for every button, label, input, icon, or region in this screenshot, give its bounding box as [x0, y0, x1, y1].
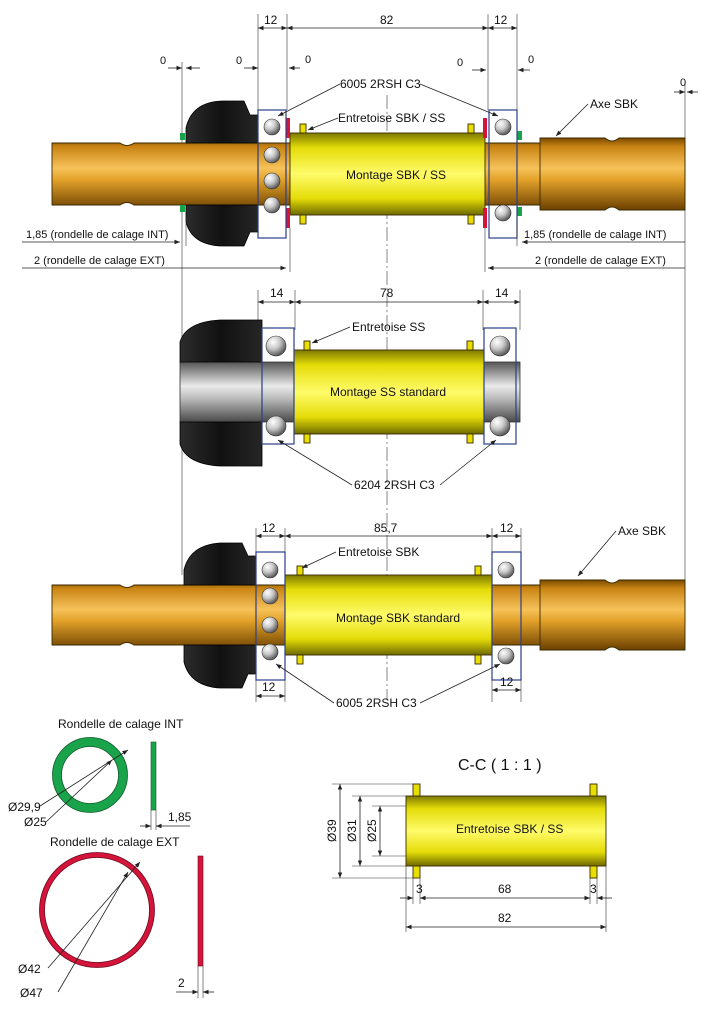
bearing-ball-icon	[265, 335, 287, 357]
zero-label: 0	[680, 77, 686, 89]
bearing-ball-icon	[497, 647, 515, 665]
mid-rubber-cap	[179, 319, 263, 363]
shim-ext-title: Rondelle de calage EXT	[50, 835, 180, 849]
bot-dim-center: 85,7	[374, 521, 398, 535]
bot-dim-bl: 12	[262, 680, 276, 694]
top-bearing-label: 6005 2RSH C3	[340, 77, 421, 91]
section-w1: 3	[416, 882, 423, 896]
bot-bearing-label: 6005 2RSH C3	[336, 696, 417, 710]
bot-dim-br: 12	[500, 675, 514, 689]
bot-dim-right: 12	[500, 521, 514, 535]
shim-int-thickness: 1,85	[168, 810, 192, 824]
top-dim-center: 82	[380, 13, 394, 27]
mid-spacer	[293, 349, 485, 435]
mid-spacer-label: Entretoise SS	[352, 320, 425, 334]
bearing-ball-icon	[261, 587, 279, 605]
bearing-ball-icon	[265, 415, 287, 437]
bearing-ball-icon	[261, 616, 279, 634]
shim-int-d-inner: Ø25	[24, 815, 47, 829]
mid-dim-left: 14	[270, 286, 284, 300]
bearing-ball-icon	[497, 561, 515, 579]
shim-ext-thickness: 2	[178, 976, 185, 990]
bot-axle-label: Axe SBK	[618, 524, 666, 538]
mid-dim-right: 14	[495, 286, 509, 300]
bottom-spacer	[284, 574, 493, 656]
mid-dim-center: 78	[380, 286, 394, 300]
shim-int-ring	[52, 737, 128, 813]
top-spacer	[289, 132, 486, 216]
section-d2: Ø31	[345, 819, 359, 842]
section-w3: 3	[590, 882, 597, 896]
section-d1: Ø39	[325, 819, 339, 842]
top-spacer-label: Entretoise SBK / SS	[338, 111, 445, 125]
bearing-ball-icon	[494, 118, 512, 136]
bearing-ball-icon	[263, 196, 281, 214]
bearing-ball-icon	[494, 204, 512, 222]
top-bearing-right	[488, 109, 518, 239]
shim-ext-detail: Rondelle de calage EXT Ø47 Ø42 2	[18, 835, 214, 1000]
section-spacer	[405, 795, 607, 867]
mid-bearing-right	[483, 327, 517, 445]
shim-ext-d-outer: Ø47	[20, 986, 43, 1000]
shim-int-title: Rondelle de calage INT	[58, 717, 184, 731]
mid-bearing-label: 6204 2RSH C3	[354, 478, 435, 492]
shim-ext-d-inner: Ø42	[18, 962, 41, 976]
shim-ext-ring	[39, 852, 155, 968]
mid-hub	[179, 361, 296, 423]
top-bearing-left	[257, 109, 287, 239]
zero-label: 0	[160, 55, 166, 67]
middle-assembly: 14 78 14 Entretoise SS Montage SS standa…	[179, 286, 521, 492]
top-center-label: Montage SBK / SS	[346, 168, 446, 182]
bearing-ball-icon	[261, 643, 279, 661]
bearing-ball-icon	[261, 561, 279, 579]
top-dim-right: 12	[494, 13, 508, 27]
zero-label: 0	[236, 55, 242, 67]
shim-int-detail: Rondelle de calage INT Ø29,9 Ø25 1,85	[8, 717, 192, 830]
bot-spacer-label: Entretoise SBK	[338, 545, 419, 559]
bot-dim-left: 12	[262, 521, 276, 535]
mid-center-label: Montage SS standard	[330, 385, 446, 399]
bottom-bearing-right	[491, 551, 522, 681]
top-shim-int-right: 1,85 (rondelle de calage INT)	[524, 229, 666, 241]
bearing-ball-icon	[489, 335, 511, 357]
shim-int-d-outer: Ø29,9	[8, 800, 41, 814]
section-total: 82	[498, 911, 512, 925]
top-shim-ext-left: 2 (rondelle de calage EXT)	[34, 255, 165, 267]
top-assembly: 12 82 12 0 0 0 0 0 0 6005 2RSH C3 Entret…	[22, 13, 698, 272]
bearing-ball-icon	[263, 172, 281, 190]
bearing-ball-icon	[263, 118, 281, 136]
bearing-ball-icon	[489, 415, 511, 437]
top-axle-label: Axe SBK	[590, 97, 638, 111]
bearing-ball-icon	[263, 146, 281, 164]
top-dim-left: 12	[264, 13, 278, 27]
bottom-rubber-cap	[183, 542, 257, 586]
bot-center-label: Montage SBK standard	[336, 611, 460, 625]
shim-ext-side	[197, 855, 204, 967]
bottom-assembly: 12 85,7 12 Entretoise SBK Axe SBK Montag…	[51, 521, 686, 710]
section-w2: 68	[498, 882, 512, 896]
section-cc: C-C ( 1 : 1 ) Entretoise SBK / SS Ø39 Ø3…	[325, 757, 612, 932]
top-shim-int-left: 1,85 (rondelle de calage INT)	[26, 229, 168, 241]
section-d3: Ø25	[365, 819, 379, 842]
zero-label: 0	[457, 57, 463, 69]
section-title: C-C ( 1 : 1 )	[458, 757, 542, 774]
zero-label: 0	[528, 54, 534, 66]
section-label: Entretoise SBK / SS	[456, 822, 563, 836]
zero-label: 0	[305, 54, 311, 66]
bottom-bearing-left	[255, 551, 286, 681]
top-shim-ext-right: 2 (rondelle de calage EXT)	[535, 255, 666, 267]
top-rubber-cap	[185, 100, 259, 144]
shim-int-side	[150, 741, 157, 811]
